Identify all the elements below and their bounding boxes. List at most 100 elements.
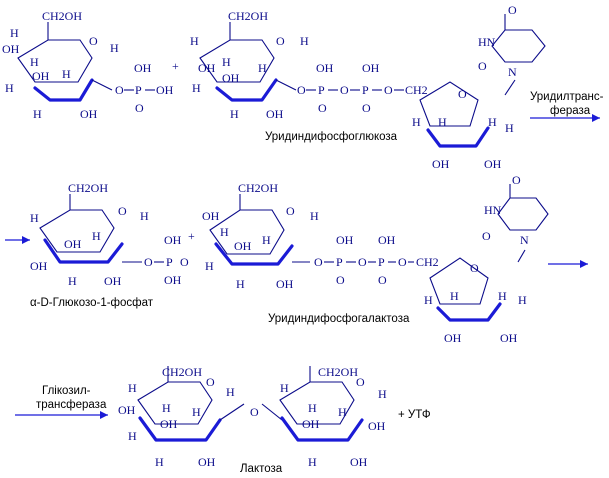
h-label: H	[230, 107, 239, 121]
o-label: O	[180, 255, 189, 269]
h-label: H	[68, 274, 77, 288]
utp-product: + УТФ	[398, 409, 431, 421]
h-label: H	[280, 381, 289, 395]
oh-label: OH	[156, 83, 174, 97]
h-label: H	[450, 289, 459, 303]
o-label: O	[482, 229, 491, 243]
enzyme2-label-line2: трансфераза	[36, 399, 107, 411]
oh-label: OH	[444, 331, 462, 345]
nh-label: HN	[484, 203, 502, 217]
oh-label: OH	[432, 157, 450, 171]
h-label: H	[308, 401, 317, 415]
ch2oh-label: CH2OH	[68, 181, 108, 195]
oh-label: OH	[336, 233, 354, 247]
ch2-label: CH2	[405, 83, 428, 97]
h-label: H	[190, 34, 199, 48]
o-label: O	[512, 173, 521, 187]
enzyme2-label-line1: Глікозил-	[42, 385, 91, 397]
h-label: H	[488, 115, 497, 129]
h-label: H	[226, 385, 235, 399]
h-label: H	[205, 259, 214, 273]
p-label: P	[336, 255, 343, 269]
oh-label: OH	[234, 239, 252, 253]
oh-label: OH	[362, 61, 380, 75]
nh-label: HN	[478, 35, 496, 49]
oh-label: OH	[198, 455, 216, 469]
h-label: H	[62, 67, 71, 81]
o-label: O	[508, 3, 517, 17]
h-label: H	[192, 81, 201, 95]
o-label: O	[314, 255, 323, 269]
glycosidic-oxygen: O	[250, 405, 259, 419]
h-label: H	[498, 289, 507, 303]
enzyme1-arrow: Уридилтранс- фераза	[530, 91, 604, 122]
o-label: O	[398, 255, 407, 269]
enzyme1-label-line2: фераза	[550, 105, 591, 117]
lactose: CH2OH O H OH H OH H H H H OH O CH2OH O H…	[118, 365, 387, 469]
ring-oxygen: O	[356, 375, 365, 389]
oh-label: OH	[64, 237, 82, 251]
o-label: O	[144, 255, 153, 269]
h-label: H	[262, 233, 271, 247]
h-label: H	[222, 55, 231, 69]
o-label: O	[358, 255, 367, 269]
oh-label: OH	[164, 233, 182, 247]
ring-oxygen: O	[118, 204, 127, 218]
o-label: O	[384, 83, 393, 97]
h-label: H	[258, 61, 267, 75]
h-label: H	[378, 387, 387, 401]
h-label: H	[10, 26, 19, 40]
h-label: H	[192, 405, 201, 419]
oh-label: OH	[104, 274, 122, 288]
p-label: P	[166, 255, 173, 269]
oh-label: OH	[160, 417, 178, 431]
enzyme2-arrow: Глікозил- трансфераза	[15, 385, 108, 419]
plus-sign: +	[188, 229, 195, 243]
h-label: H	[424, 293, 433, 307]
o-label: O	[478, 59, 487, 73]
h-label: H	[140, 209, 149, 223]
h-label: H	[5, 81, 14, 95]
glucose-1-phosphate-label: α-D-Глюкозо-1-фосфат	[30, 297, 154, 309]
h-label: H	[162, 401, 171, 415]
oh-label: OH	[164, 273, 182, 287]
oh-label: OH	[222, 71, 240, 85]
h-label: H	[412, 115, 421, 129]
oh-label: OH	[276, 277, 294, 291]
h-label: H	[236, 277, 245, 291]
oh-label: OH	[484, 157, 502, 171]
h-label: H	[92, 229, 101, 243]
oh-label: OH	[202, 209, 220, 223]
h-label: H	[155, 455, 164, 469]
oh-label: OH	[198, 61, 216, 75]
ch2oh-label: CH2OH	[318, 365, 358, 379]
o-label: O	[297, 83, 306, 97]
o-label: O	[135, 101, 144, 115]
ring-oxygen: O	[470, 261, 479, 275]
h-label: H	[438, 115, 447, 129]
h-label: H	[128, 429, 137, 443]
o-label: O	[115, 83, 124, 97]
h-label: H	[30, 55, 39, 69]
galactose-1-phosphate: CH2OH O H OH H OH H H H H OH O P OH OH O	[2, 9, 174, 121]
h-label: H	[30, 211, 39, 225]
h-label: H	[505, 121, 514, 135]
udp-galactose: CH2OH O OH H OH H H H H OH O P OH O O P …	[202, 173, 549, 345]
h-label: H	[128, 381, 137, 395]
oh-label: OH	[134, 61, 152, 75]
oh-label: OH	[118, 403, 136, 417]
n-label: N	[508, 65, 517, 79]
n-label: N	[520, 233, 529, 247]
udp-glucose-label: Уридиндифосфоглюкоза	[265, 131, 398, 143]
ring-oxygen: O	[89, 34, 98, 48]
oh-label: OH	[266, 107, 284, 121]
p-label: P	[362, 83, 369, 97]
p-label: P	[378, 255, 385, 269]
p-label: P	[318, 83, 325, 97]
o-label: O	[378, 273, 387, 287]
h-label: H	[338, 405, 347, 419]
h-label: H	[33, 107, 42, 121]
oh-label: OH	[302, 417, 320, 431]
enzyme1-label-line1: Уридилтранс-	[530, 91, 604, 103]
